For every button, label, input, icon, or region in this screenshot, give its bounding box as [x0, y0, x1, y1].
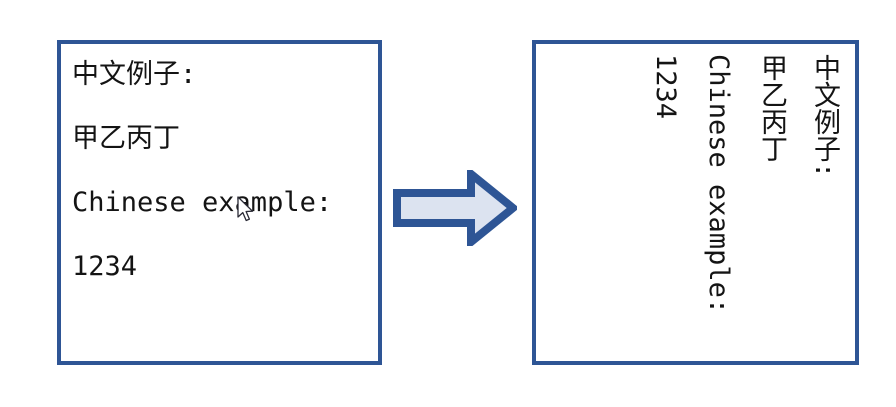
vertical-column-4: 1234 — [650, 54, 681, 120]
vertical-text-box: 中文例子: 甲乙丙丁 Chinese example: 1234 — [532, 40, 859, 365]
vertical-column-2: 甲乙丙丁 — [756, 54, 787, 162]
vertical-column-3: Chinese example: — [703, 54, 734, 315]
arrow-shape — [393, 170, 517, 246]
vertical-text-columns: 中文例子: 甲乙丙丁 Chinese example: 1234 — [542, 54, 847, 355]
horizontal-line-3: Chinese example: — [72, 187, 333, 218]
right-arrow-icon — [393, 170, 517, 246]
horizontal-line-4: 1234 — [72, 251, 138, 282]
vertical-column-1: 中文例子: — [809, 54, 840, 179]
horizontal-line-2: 甲乙丙丁 — [72, 123, 180, 154]
horizontal-line-1: 中文例子: — [72, 59, 197, 90]
horizontal-text-box: 中文例子: 甲乙丙丁 Chinese example: 1234 — [57, 40, 382, 365]
horizontal-text-lines: 中文例子: 甲乙丙丁 Chinese example: 1234 — [72, 58, 370, 355]
